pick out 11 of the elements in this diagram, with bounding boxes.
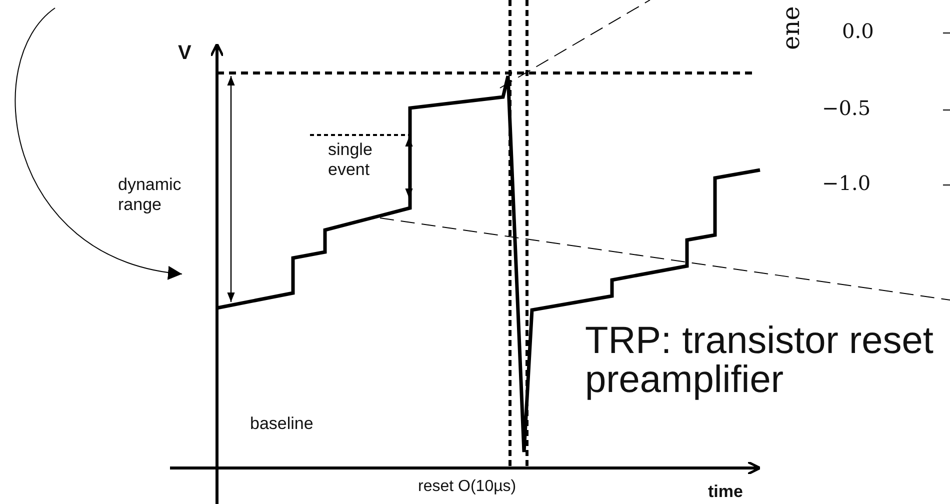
axis-annotation: reset O(10µs)	[418, 478, 516, 496]
annotation-text: TRP: transistor reset preamplifier	[585, 322, 934, 400]
tick-label: −1.0	[822, 172, 871, 195]
annotation-text: single event	[328, 140, 374, 180]
annotation-text: dynamic range	[118, 175, 182, 214]
axis-label: ene	[778, 6, 806, 50]
tick-label: 0.0	[842, 20, 874, 43]
annotation-text: baseline	[250, 414, 314, 434]
axis-label: time	[708, 482, 743, 502]
tick-label: −0.5	[822, 97, 871, 120]
axis-label: V	[178, 42, 192, 65]
